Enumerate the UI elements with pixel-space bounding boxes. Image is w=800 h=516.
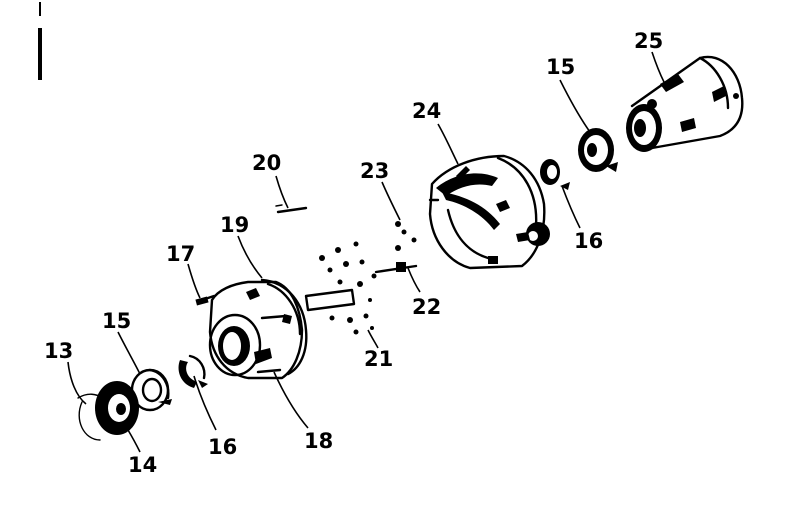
callout-21: 21 [364, 347, 393, 371]
part-20-pin [275, 204, 308, 214]
part-16-race-right [540, 159, 570, 190]
part-15-bearing-right [578, 128, 618, 172]
part-23-spacer [395, 221, 417, 251]
callout-22: 22 [412, 295, 441, 319]
callout-23: 23 [360, 159, 389, 183]
part-15-bearing-left [130, 368, 172, 412]
callout-13: 13 [44, 339, 73, 363]
callout-18: 18 [304, 429, 333, 453]
callout-20: 20 [252, 151, 281, 175]
callout-labels: 13 14 15 16 17 18 19 20 21 22 23 24 15 1… [44, 29, 663, 477]
margin-mark [38, 2, 42, 80]
part-19-gasket [260, 278, 308, 376]
callout-24: 24 [412, 99, 441, 123]
callout-17: 17 [166, 242, 195, 266]
callout-14: 14 [128, 453, 157, 477]
part-17-screw [195, 294, 216, 306]
callout-16-right: 16 [574, 229, 603, 253]
callout-19: 19 [220, 213, 249, 237]
leader-lines [67, 51, 665, 453]
part-14-washer [95, 381, 139, 435]
part-21-gears [304, 241, 377, 335]
part-22-shaft [374, 262, 418, 274]
callout-15-left: 15 [102, 309, 131, 333]
callout-25: 25 [634, 29, 663, 53]
callout-16-left: 16 [208, 435, 237, 459]
part-25-end-cap [626, 55, 744, 152]
part-16-race-left [178, 354, 208, 388]
callout-15-right: 15 [546, 55, 575, 79]
part-18-hub-housing [208, 280, 304, 380]
part-24-rear-housing [428, 154, 550, 270]
